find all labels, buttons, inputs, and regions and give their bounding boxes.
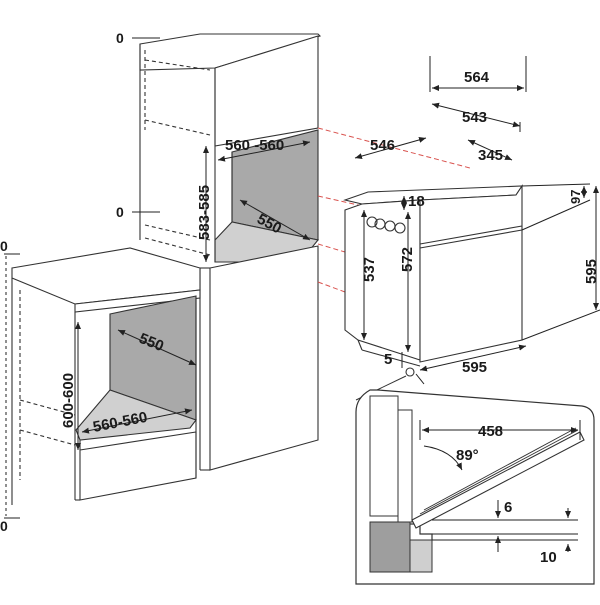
- oven-panel-height-label: 97: [568, 190, 583, 204]
- oven-dimension-lines: [354, 56, 600, 385]
- base-unit: [11, 247, 201, 505]
- oven-side: [344, 199, 421, 361]
- base-bottom-offset-label: 0: [0, 518, 8, 534]
- oven-front-fascia: [419, 184, 523, 363]
- base-worktop-edge: [74, 289, 201, 313]
- door-clearance-b-label: 10: [540, 549, 557, 566]
- oven-front-height-label: 595: [583, 259, 600, 284]
- oven-control-strip: [419, 229, 523, 249]
- door-opening-angle-label: 89°: [456, 447, 479, 464]
- oven-base-gap-label: 5: [384, 351, 392, 368]
- base-top-offset-label: 0: [0, 238, 8, 254]
- base-dimension-lines: [4, 253, 197, 519]
- column-mid-offset-label: 0: [116, 204, 124, 220]
- detail-cabinet-base: [369, 521, 411, 573]
- column-lower-cabinet: [209, 245, 319, 471]
- oven-body-depth-label: 543: [462, 109, 487, 126]
- oven-cavity-depth-label: 345: [478, 147, 503, 164]
- detail-angle-arc: [423, 445, 463, 471]
- door-clearance-a-label: 6: [504, 499, 512, 516]
- base-plinth: [79, 431, 197, 501]
- oven-front-width-label: 595: [462, 359, 487, 376]
- oven-knob-1: [366, 216, 378, 228]
- door-detail-dimension-lines: [419, 420, 581, 552]
- detail-callout-marker: [405, 367, 415, 377]
- oven-overall-depth-label: 564: [464, 69, 490, 86]
- detail-cabinet-wall: [369, 395, 399, 517]
- column-niche-width-label: 560 -560: [225, 137, 284, 154]
- oven-side-depth-label: 546: [370, 137, 395, 154]
- oven-body-height-b-label: 572: [399, 247, 416, 272]
- base-niche-height-label: 600-600: [60, 373, 77, 428]
- door-open-depth-label: 458: [478, 423, 503, 440]
- detail-plinth: [409, 539, 433, 573]
- detail-open-door: [411, 431, 585, 529]
- detail-oven-body: [397, 409, 413, 523]
- column-dimension-lines: [132, 37, 311, 262]
- column-niche-height-label: 583-585: [196, 185, 213, 240]
- oven-top-gap-label: 18: [408, 193, 425, 210]
- door-detail: [355, 367, 595, 585]
- column-top-offset-label: 0: [116, 30, 124, 46]
- oven-body-height-a-label: 537: [361, 257, 378, 282]
